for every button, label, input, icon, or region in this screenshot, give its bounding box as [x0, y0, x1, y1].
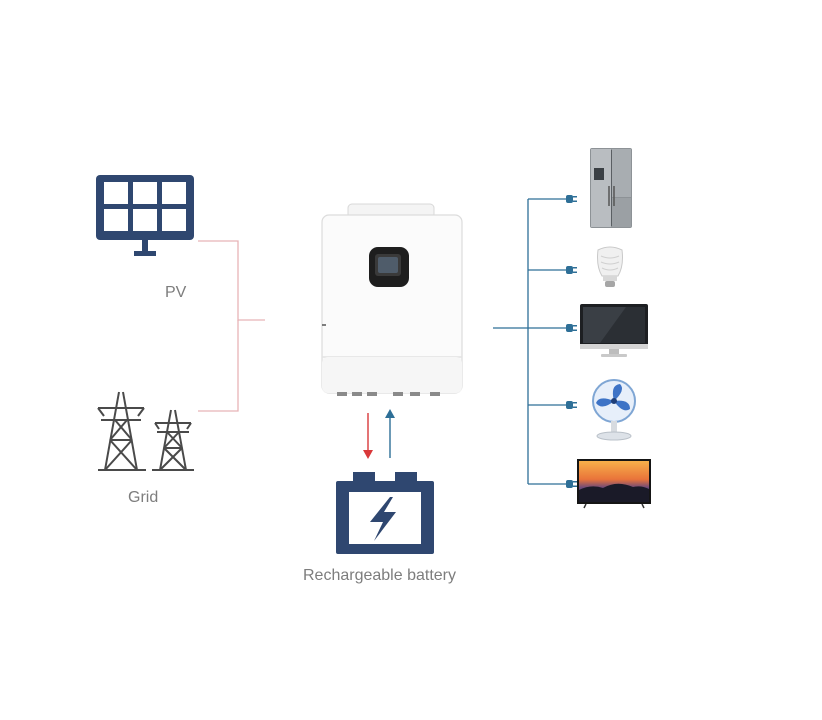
pv-label: PV: [165, 284, 187, 301]
plug-icon: [566, 401, 577, 409]
solar-panel-icon: [96, 175, 194, 256]
plug-icon: [566, 480, 577, 488]
grid-label: Grid: [128, 489, 159, 506]
inverter-device: [321, 203, 463, 396]
pv-line: [198, 240, 265, 321]
discharge-arrow: [363, 413, 373, 459]
plug-icon: [566, 266, 577, 274]
battery-label: Rechargeable battery: [303, 567, 456, 584]
plug-icons: [566, 195, 577, 488]
battery-icon: [336, 472, 434, 554]
grid-line: [198, 320, 239, 412]
plug-icon: [566, 324, 577, 332]
input-connector-lines: [198, 240, 265, 412]
power-tower-icon: [97, 391, 194, 471]
monitor-icon: [580, 304, 648, 357]
refrigerator-icon: [590, 148, 632, 228]
tv-icon: [577, 459, 651, 509]
charge-arrow: [385, 409, 395, 458]
fan-icon: [592, 379, 636, 441]
plug-icon: [566, 195, 577, 203]
output-bus-lines: [493, 198, 567, 485]
light-bulb-icon: [597, 246, 623, 287]
